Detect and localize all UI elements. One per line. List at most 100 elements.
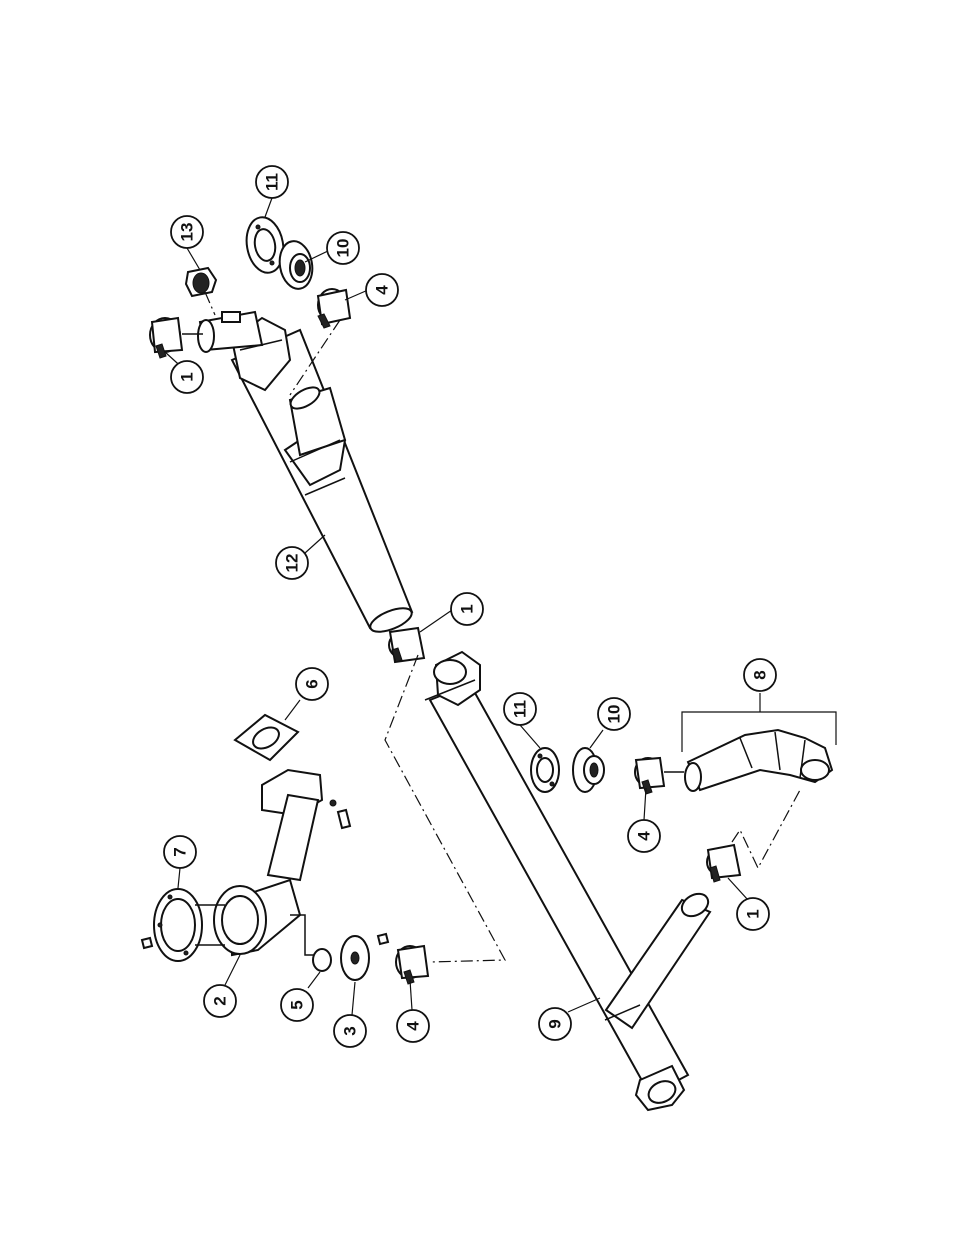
callout-9: 9 [539, 1008, 571, 1040]
leader-line [265, 198, 272, 217]
bolt-hole [550, 782, 554, 786]
pipe-12-boss [222, 312, 240, 322]
gasket-6 [235, 715, 298, 760]
bolt-hole [158, 923, 162, 927]
manifold-2-assembly [214, 770, 350, 955]
callout-label: 9 [546, 1019, 565, 1028]
leader-line [308, 972, 320, 988]
callout-2: 2 [204, 985, 236, 1017]
gasket-inner [537, 758, 553, 782]
flange-bore [351, 952, 359, 964]
clamp-1-top [150, 318, 203, 358]
clamp-1-middle [389, 628, 424, 662]
leader-line [410, 980, 412, 1010]
leader-line [178, 868, 180, 888]
callout-4-lower-left: 4 [397, 1010, 429, 1042]
pipe-9-top-end [434, 660, 466, 684]
callout-label: 10 [334, 239, 353, 258]
leader-line [345, 290, 368, 300]
callout-5: 5 [281, 989, 313, 1021]
callout-label: 3 [341, 1026, 360, 1035]
callout-label: 4 [373, 285, 392, 295]
pipe-12-top-end [198, 320, 214, 352]
pipe-2-flange-opening [222, 896, 258, 944]
clamp-body [636, 758, 664, 788]
leader-line [187, 248, 200, 270]
callout-10-top: 10 [327, 232, 359, 264]
leader-line [590, 730, 603, 748]
o-ring [313, 949, 331, 971]
callout-label: 8 [751, 670, 770, 679]
callout-label: 7 [171, 847, 190, 856]
bolt [338, 810, 350, 828]
callout-label: 4 [635, 831, 654, 841]
callout-1-right: 1 [737, 898, 769, 930]
callout-label: 2 [211, 996, 230, 1005]
ring-5 [313, 949, 331, 971]
callout-1-middle: 1 [451, 593, 483, 625]
clamp-4-lower-left [396, 946, 428, 984]
pipe-8-assembly [682, 693, 836, 791]
callout-11-lower: 11 [504, 693, 536, 725]
plug-13 [186, 268, 216, 315]
callout-label: 12 [283, 554, 302, 573]
bolt-hole [270, 261, 274, 265]
leader-line [644, 788, 646, 820]
leader-line [568, 998, 600, 1012]
callout-label: 1 [458, 604, 477, 613]
callout-1-top: 1 [171, 361, 203, 393]
assembly-line [205, 292, 215, 315]
callout-label: 11 [263, 173, 282, 191]
screw [378, 934, 388, 944]
bolt-hole [256, 225, 260, 229]
callout-label: 10 [605, 705, 624, 724]
clamp-body [398, 946, 428, 978]
screw [142, 938, 152, 948]
callout-label: 4 [404, 1021, 423, 1031]
flange-bore [295, 260, 305, 276]
pipe-9-assembly [425, 652, 712, 1110]
washer [330, 800, 336, 806]
callout-12: 12 [276, 547, 308, 579]
gasket-inner [161, 899, 195, 951]
leader-line [728, 878, 748, 900]
bolt-hole [538, 754, 542, 758]
callout-13: 13 [171, 216, 203, 248]
callout-10-lower: 10 [598, 698, 630, 730]
callout-6: 6 [296, 668, 328, 700]
callout-label: 11 [511, 700, 530, 718]
callout-8: 8 [744, 659, 776, 691]
callout-7: 7 [164, 836, 196, 868]
plug-thread [193, 273, 209, 293]
bolt-hole [168, 895, 172, 899]
flange-10-lower [573, 748, 604, 792]
pipe-12-assembly [198, 312, 415, 637]
callout-label: 5 [288, 1000, 307, 1009]
leader-line [285, 700, 300, 720]
pipe-8-left-end [685, 763, 701, 791]
leader-line [305, 535, 325, 553]
pipe-8-right-end [801, 760, 829, 780]
clamp-4-right [635, 758, 684, 794]
callout-label: 1 [178, 372, 197, 381]
callout-11-top: 11 [256, 166, 288, 198]
callout-label: 6 [303, 679, 322, 688]
flange-bore [590, 763, 598, 777]
assembly-line [732, 790, 800, 868]
leader-line [420, 608, 455, 632]
assembly-line [290, 915, 320, 955]
callout-label: 1 [744, 909, 763, 918]
gasket-11-lower [531, 748, 559, 792]
callout-label: 13 [178, 223, 197, 242]
callout-3: 3 [334, 1015, 366, 1047]
leader-line [225, 955, 240, 985]
leader-line [352, 982, 355, 1015]
leader-line [520, 725, 540, 748]
clamp-1-right [707, 790, 800, 882]
gasket-7 [142, 889, 225, 961]
callout-4-right: 4 [628, 820, 660, 852]
callout-4-top: 4 [366, 274, 398, 306]
flange-3 [341, 934, 388, 980]
bolt-hole [184, 951, 188, 955]
